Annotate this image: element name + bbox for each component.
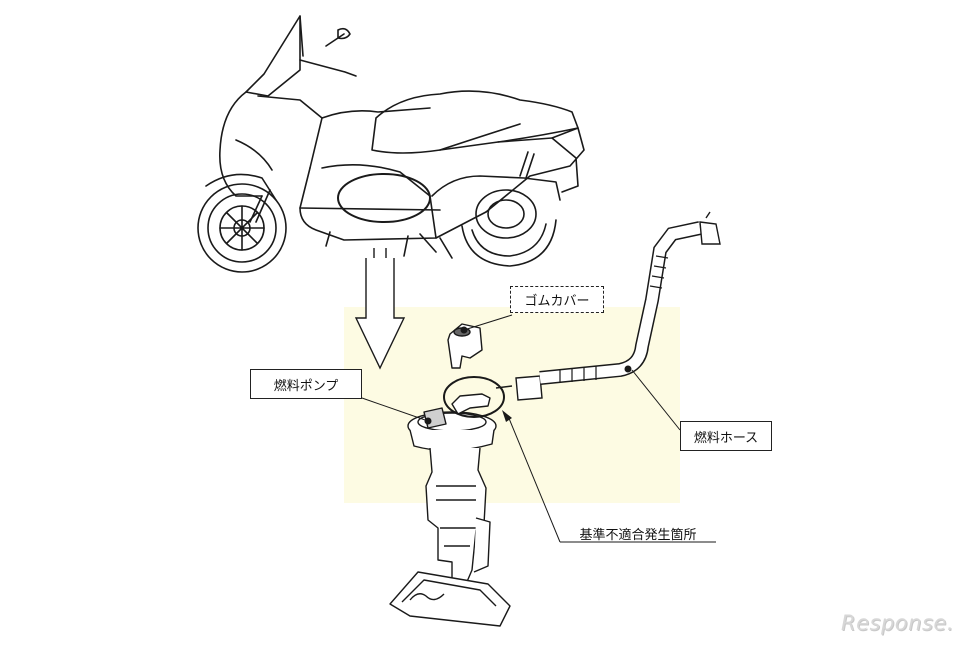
fuel-hose-illustration — [495, 211, 721, 401]
defect-location-marker — [443, 376, 505, 418]
response-watermark: Response. — [841, 611, 954, 635]
down-arrow-icon — [354, 248, 406, 370]
leader-lines — [361, 314, 716, 543]
highlight-area — [344, 307, 680, 503]
fuel-pump-label: 燃料ポンプ — [250, 369, 362, 399]
rubber-cover-label: ゴムカバー — [510, 286, 604, 313]
defect-location-label: 基準不適合発生箇所 — [579, 527, 697, 543]
scooter-illustration — [197, 15, 585, 273]
leader-dots — [424, 326, 632, 425]
fuel-pump-area-marker — [337, 173, 431, 223]
fuel-hose-label: 燃料ホース — [680, 421, 772, 451]
